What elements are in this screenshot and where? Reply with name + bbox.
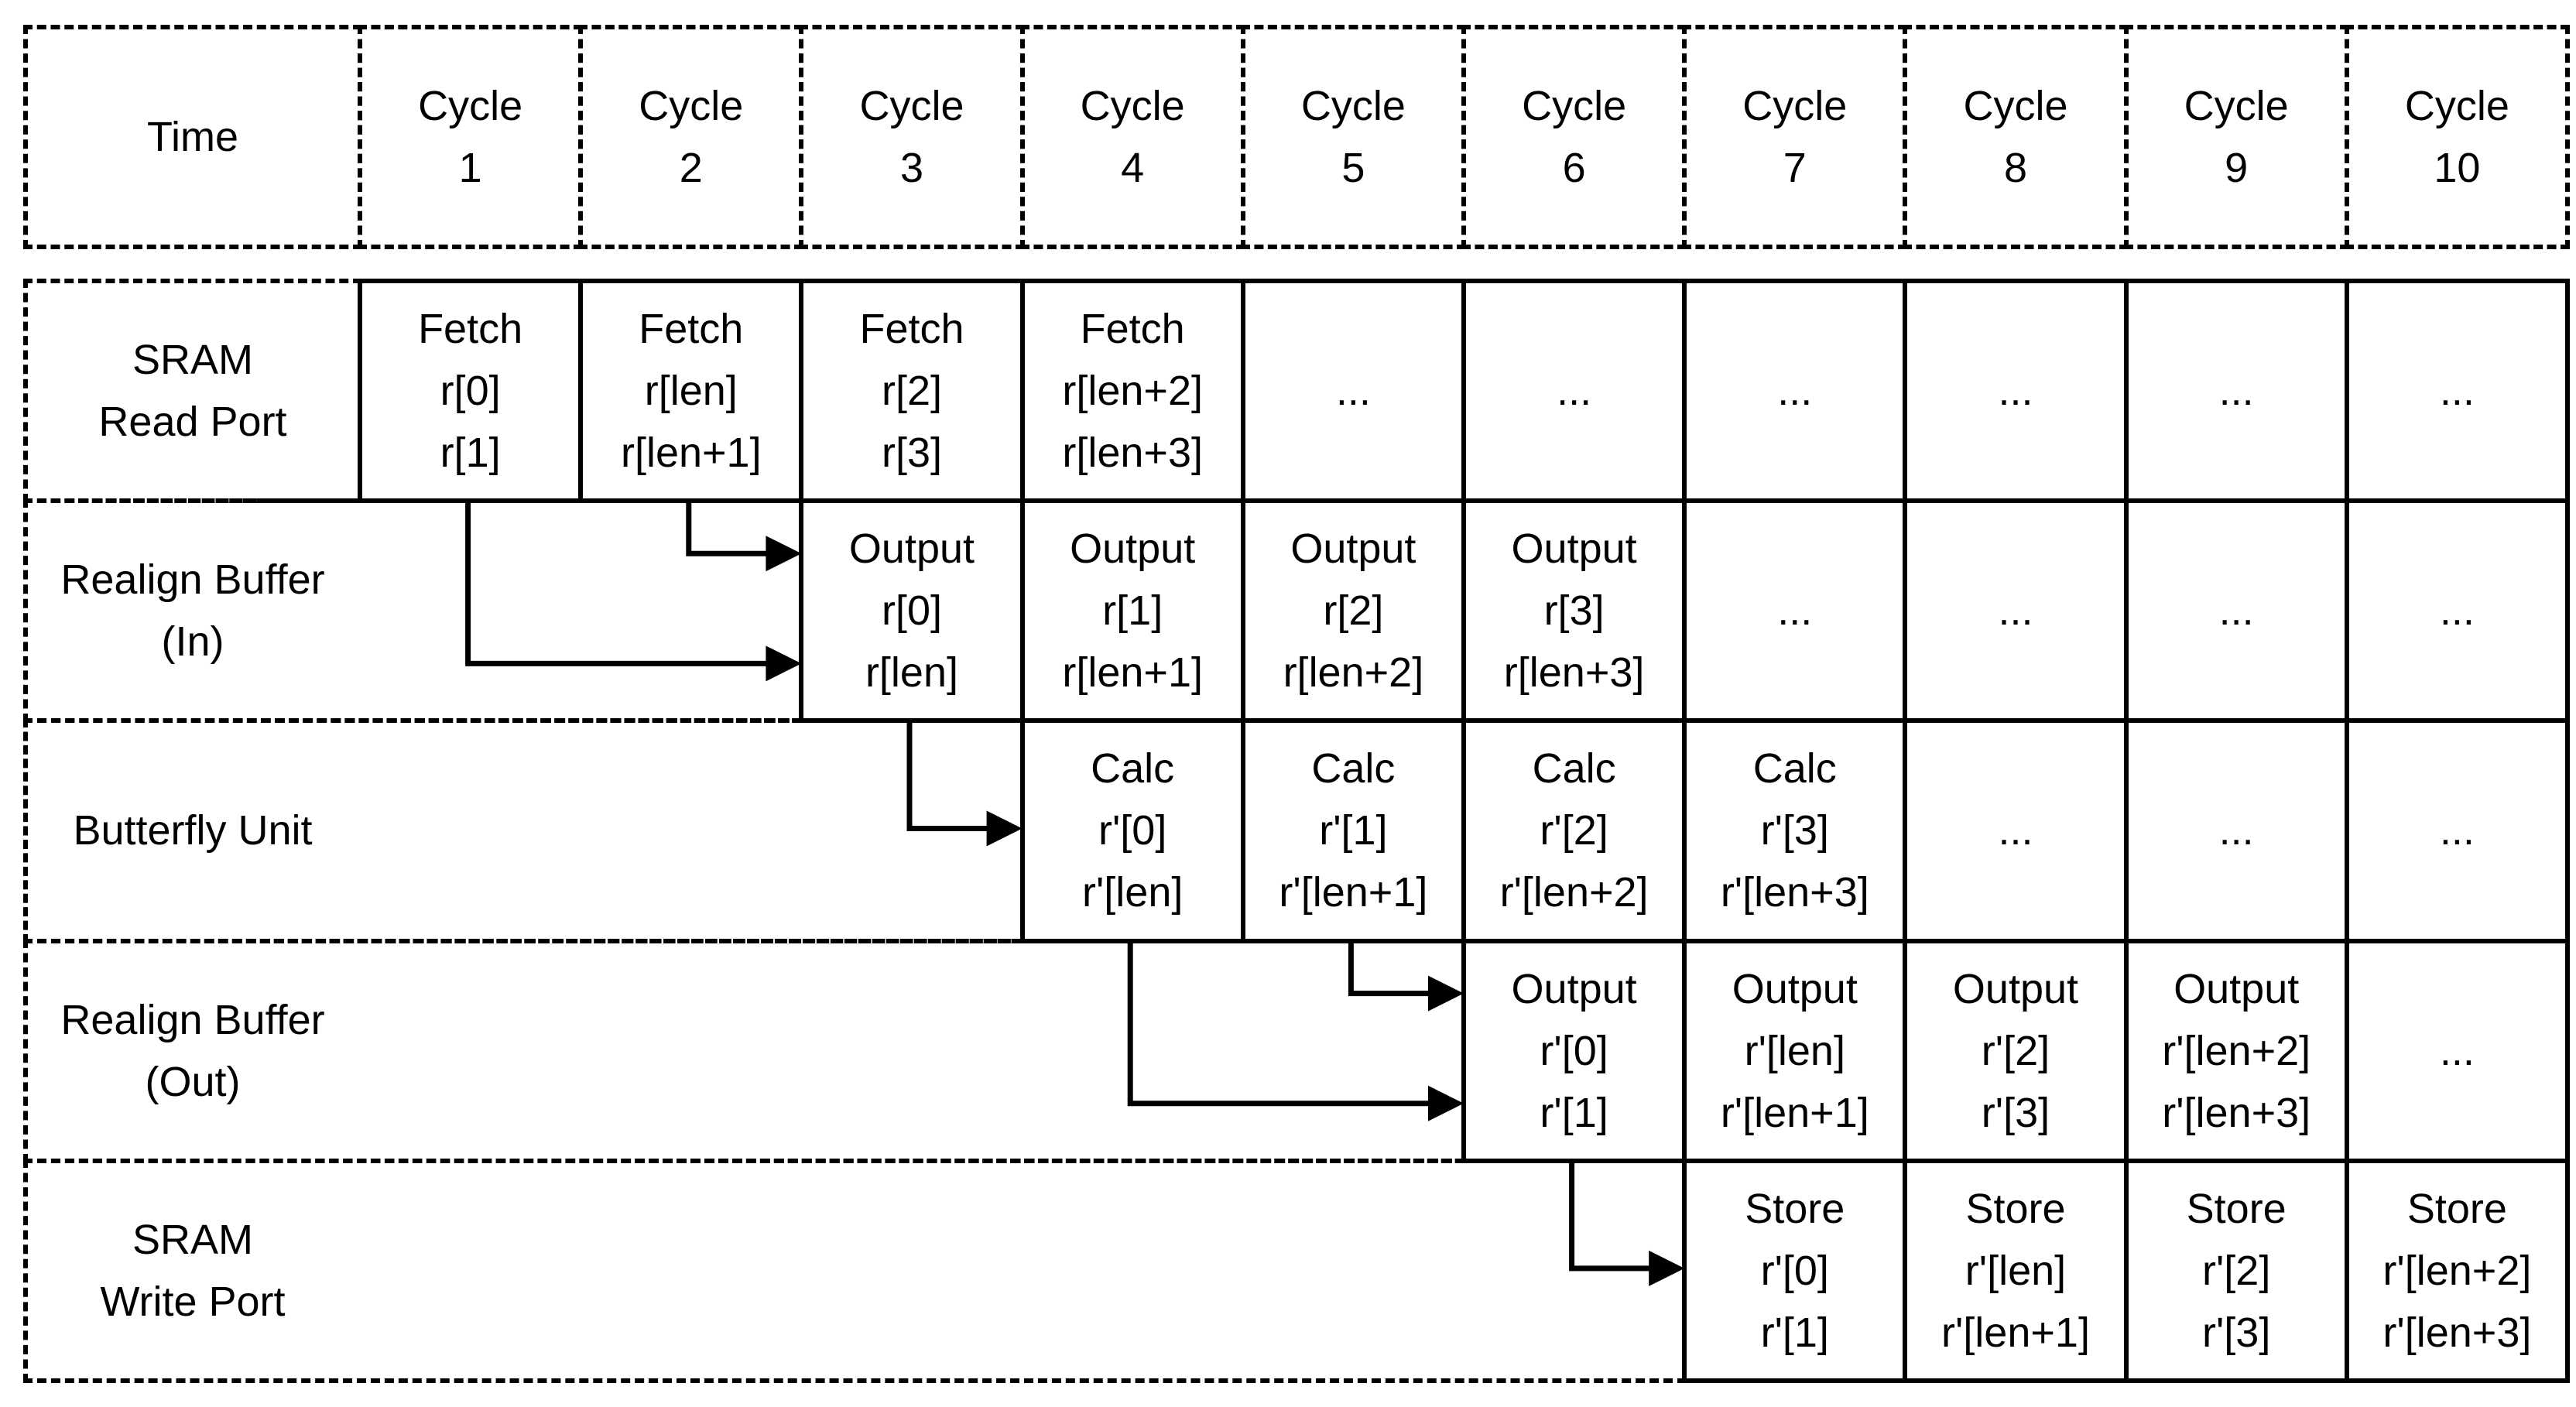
row-0-cycle-7-ellipsis-cell: ... [1682, 279, 1908, 504]
row-4-cycle-7-cell: Store r'[0] r'[1] [1682, 1158, 1908, 1383]
row-2-cycle-8-ellipsis-cell: ... [1903, 718, 2129, 943]
row-1-cycle-6-cell: Output r[3] r[len+3] [1461, 498, 1687, 724]
row-0-cycle-5-ellipsis-cell: ... [1240, 279, 1466, 504]
row-2-cycle-10-ellipsis-cell: ... [2344, 718, 2570, 943]
row-4-cycle-9-cell: Store r'[2] r'[3] [2123, 1158, 2349, 1383]
row-3-cycle-8-cell: Output r'[2] r'[3] [1903, 938, 2129, 1163]
row-1-cycle-4-cell: Output r[1] r[len+1] [1019, 498, 1245, 724]
row-1-cycle-5-cell: Output r[2] r[len+2] [1240, 498, 1466, 724]
row-2-cycle-4-cell: Calc r'[0] r'[len] [1019, 718, 1245, 943]
header-cell-cycle-6: Cycle 6 [1461, 25, 1687, 249]
row-0-cycle-4-cell: Fetch r[len+2] r[len+3] [1019, 279, 1245, 504]
row-1-label: Realign Buffer (In) [60, 556, 325, 666]
row-2-cycle-7-cell: Calc r'[3] r'[len+3] [1682, 718, 1908, 943]
row-2-cycle-5-cell: Calc r'[1] r'[len+1] [1240, 718, 1466, 943]
row-3-cycle-10-ellipsis-cell: ... [2344, 938, 2570, 1163]
row-4-cycle-8-cell: Store r'[len] r'[len+1] [1903, 1158, 2129, 1383]
row-0-label-box: SRAM Read Port [23, 279, 362, 504]
row-3-cycle-6-cell: Output r'[0] r'[1] [1461, 938, 1687, 1163]
header-cell-cycle-5: Cycle 5 [1240, 25, 1466, 249]
row-4-cycle-10-cell: Store r'[len+2] r'[len+3] [2344, 1158, 2570, 1383]
row-3-label-box: Realign Buffer (Out) [23, 938, 1466, 1163]
row-2-label-box: Butterfly Unit [23, 718, 1025, 943]
header-cell-cycle-2: Cycle 2 [578, 25, 804, 249]
row-3-label: Realign Buffer (Out) [60, 996, 325, 1105]
row-0-label: SRAM Read Port [98, 337, 287, 446]
header-cell-cycle-3: Cycle 3 [799, 25, 1025, 249]
row-0-cycle-1-cell: Fetch r[0] r[1] [358, 279, 584, 504]
header-cell-cycle-9: Cycle 9 [2123, 25, 2349, 249]
row-0-cycle-10-ellipsis-cell: ... [2344, 279, 2570, 504]
row-1-cycle-10-ellipsis-cell: ... [2344, 498, 2570, 724]
row-4-label: SRAM Write Port [100, 1216, 286, 1325]
row-1-cycle-3-cell: Output r[0] r[len] [799, 498, 1025, 724]
header-cell-cycle-1: Cycle 1 [358, 25, 584, 249]
row-2-label: Butterfly Unit [73, 807, 313, 854]
row-0-cycle-3-cell: Fetch r[2] r[3] [799, 279, 1025, 504]
row-0-cycle-2-cell: Fetch r[len] r[len+1] [578, 279, 804, 504]
row-1-cycle-9-ellipsis-cell: ... [2123, 498, 2349, 724]
row-2-cycle-6-cell: Calc r'[2] r'[len+2] [1461, 718, 1687, 943]
row-0-cycle-6-ellipsis-cell: ... [1461, 279, 1687, 504]
row-3-cycle-9-cell: Output r'[len+2] r'[len+3] [2123, 938, 2349, 1163]
header-cell-time: Time [23, 25, 362, 249]
row-1-cycle-8-ellipsis-cell: ... [1903, 498, 2129, 724]
row-4-label-box: SRAM Write Port [23, 1158, 1687, 1383]
header-cell-cycle-7: Cycle 7 [1682, 25, 1908, 249]
header-cell-cycle-8: Cycle 8 [1903, 25, 2129, 249]
row-0-cycle-8-ellipsis-cell: ... [1903, 279, 2129, 504]
header-cell-cycle-10: Cycle 10 [2344, 25, 2570, 249]
row-1-cycle-7-ellipsis-cell: ... [1682, 498, 1908, 724]
row-3-cycle-7-cell: Output r'[len] r'[len+1] [1682, 938, 1908, 1163]
row-1-label-box: Realign Buffer (In) [23, 498, 804, 724]
row-2-cycle-9-ellipsis-cell: ... [2123, 718, 2349, 943]
header-cell-cycle-4: Cycle 4 [1019, 25, 1245, 249]
row-0-cycle-9-ellipsis-cell: ... [2123, 279, 2349, 504]
